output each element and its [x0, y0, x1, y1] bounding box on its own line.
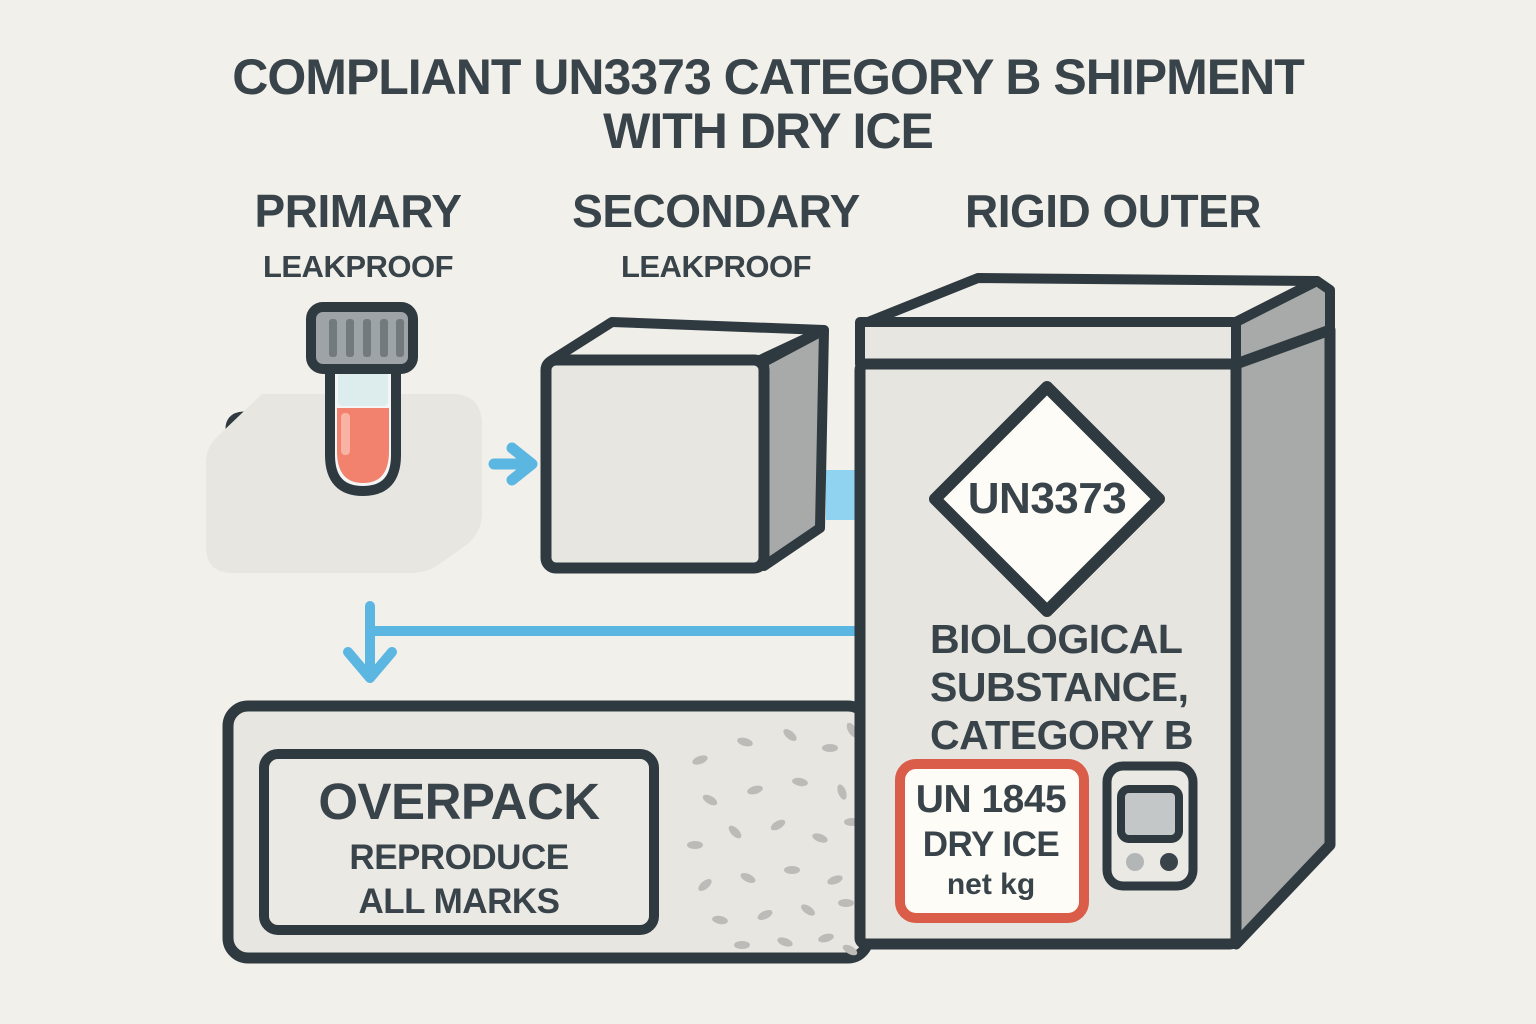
overpack-box — [222, 700, 874, 964]
dry-ice-pellets-pattern — [687, 722, 860, 956]
secondary-box — [540, 317, 829, 574]
vial-cap-ridges — [329, 319, 404, 357]
overpack-label-plate — [259, 749, 659, 935]
dry-ice-label-line1: UN 1845 — [915, 778, 1067, 821]
arrow-right-icon — [488, 442, 538, 486]
overpack-title: OVERPACK — [318, 773, 600, 830]
overpack-line2: ALL MARKS — [358, 882, 560, 921]
diagram-title-line1: COMPLIANT UN3373 CATEGORY B SHIPMENT — [232, 49, 1305, 105]
primary-receptacle — [206, 302, 482, 573]
secondary-section-sublabel: LEAKPROOF — [620, 249, 812, 284]
data-logger-icon — [1102, 761, 1198, 891]
specimen-vial-icon — [306, 302, 418, 496]
primary-section-label: PRIMARY — [254, 185, 462, 237]
secondary-section-label: SECONDARY — [572, 185, 860, 237]
diagram-title-line2: WITH DRY ICE — [603, 103, 934, 159]
un3373-diamond-label — [929, 381, 1165, 617]
dry-ice-label-plate — [895, 759, 1089, 923]
dry-ice-label-line2: DRY ICE — [922, 825, 1060, 864]
dry-ice-label-line3: net kg — [946, 868, 1036, 901]
substance-marking-line3: CATEGORY B — [930, 712, 1194, 758]
rigid-outer-box — [854, 273, 1336, 950]
arrow-down-icon — [343, 601, 869, 683]
flow-connectors — [343, 442, 869, 683]
un3373-diamond-text: UN3373 — [967, 474, 1127, 523]
primary-section-sublabel: LEAKPROOF — [262, 249, 454, 284]
outer-section-label: RIGID OUTER — [964, 185, 1262, 237]
substance-marking-line2: SUBSTANCE, — [930, 664, 1189, 710]
substance-marking-line1: BIOLOGICAL — [930, 616, 1183, 662]
overpack-line1: REPRODUCE — [349, 838, 569, 877]
